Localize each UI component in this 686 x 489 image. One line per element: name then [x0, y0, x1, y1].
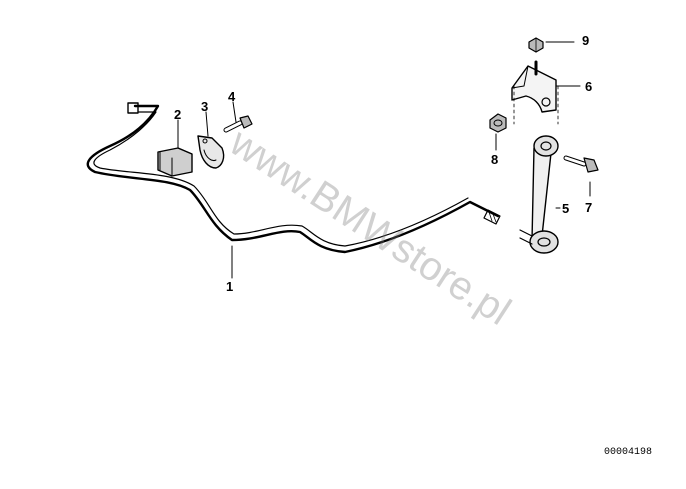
callout-8: 8 — [491, 152, 499, 167]
hex-bolt-4 — [223, 115, 253, 133]
hex-nut-9 — [528, 37, 544, 53]
callout-6: 6 — [585, 79, 593, 94]
rubber-mounting — [157, 147, 193, 177]
clamp — [197, 135, 225, 169]
hex-bolt-7 — [563, 155, 599, 173]
stabilizer-link — [519, 135, 559, 254]
leader-lines — [177, 41, 591, 279]
callout-2: 2 — [174, 107, 182, 122]
diagram-number: 00004198 — [604, 447, 653, 458]
stabilizer-bar — [86, 102, 501, 254]
callout-5: 5 — [562, 201, 570, 216]
callout-1: 1 — [226, 279, 234, 294]
callout-9: 9 — [582, 33, 590, 48]
link-bracket — [511, 65, 559, 125]
callout-7: 7 — [585, 200, 593, 215]
callout-3: 3 — [201, 99, 209, 114]
callout-4: 4 — [228, 89, 236, 104]
hex-nut-8 — [489, 113, 507, 133]
